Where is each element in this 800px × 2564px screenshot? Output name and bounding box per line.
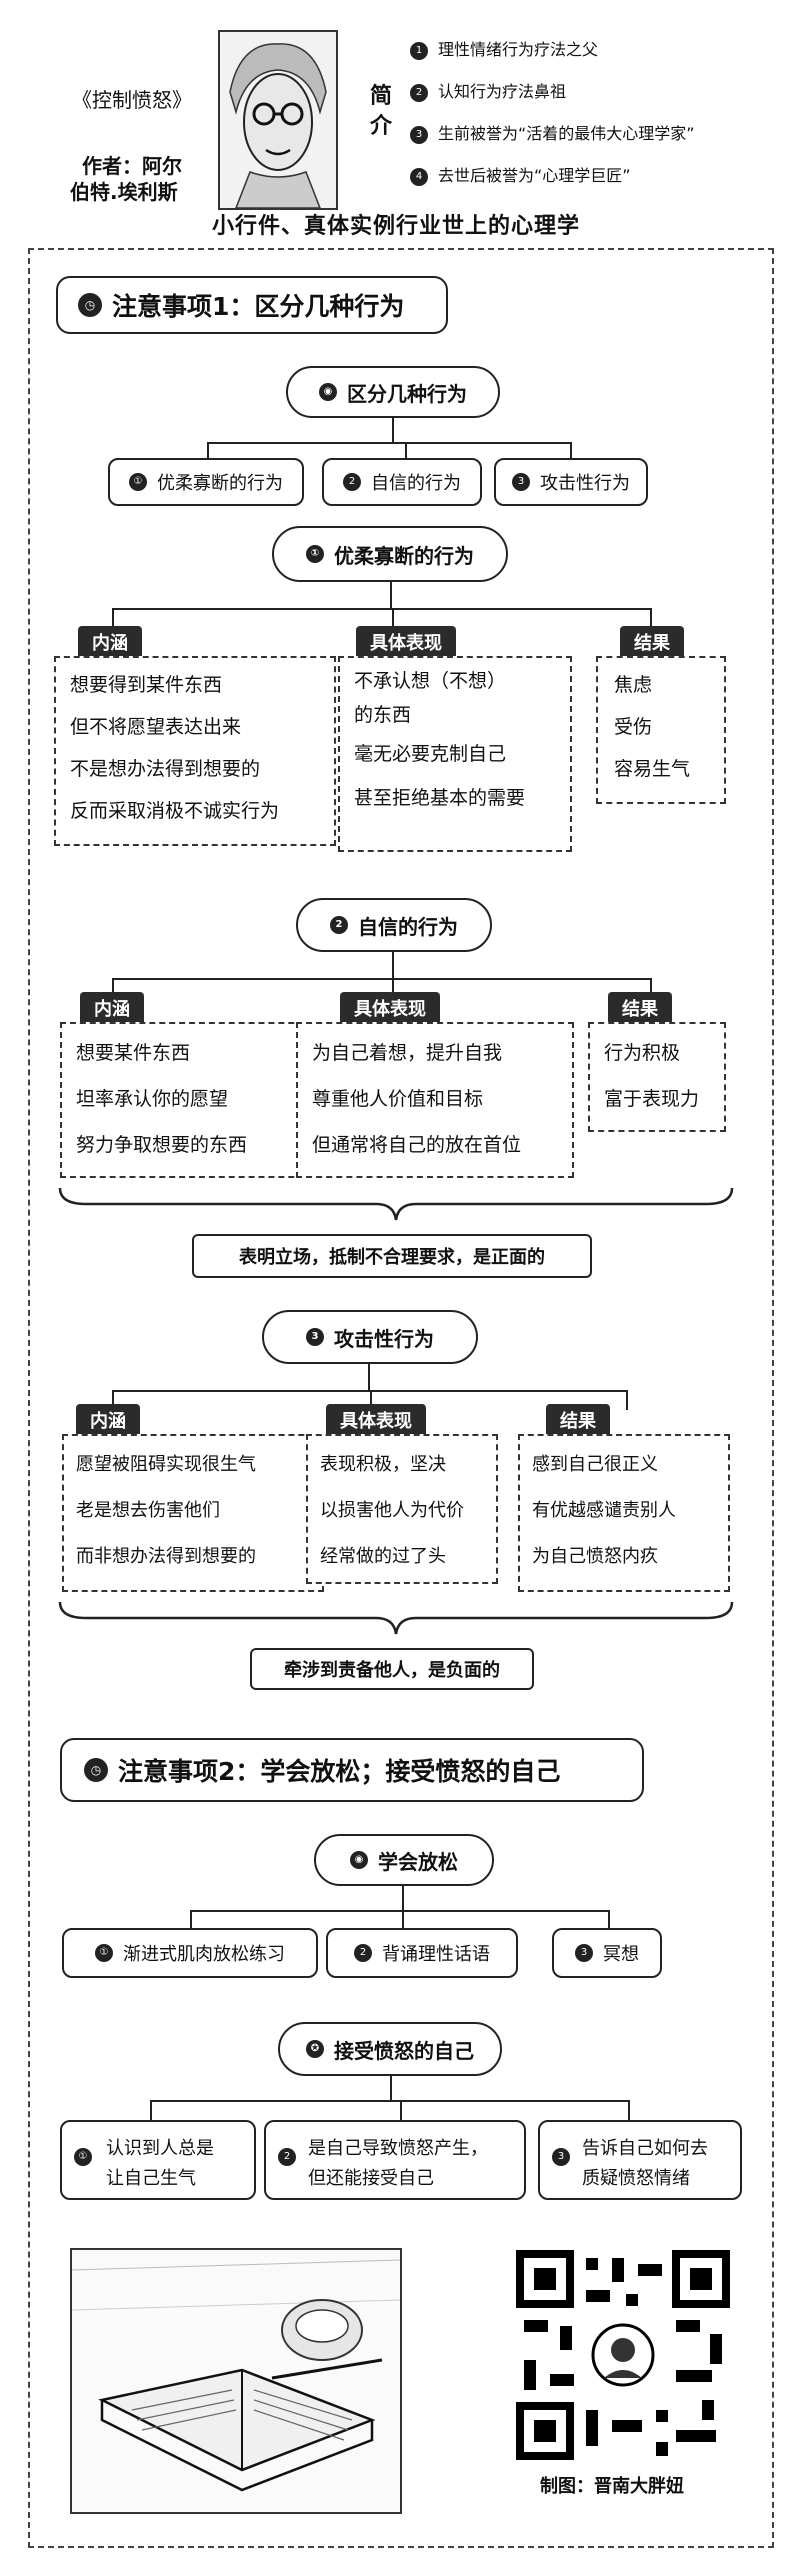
connector [570, 442, 572, 460]
star-icon: ✪ [306, 2040, 324, 2058]
connector [112, 608, 652, 610]
b3-col-behavior: 表现积极，坚决 以损害他人为代价 经常做的过了头 [306, 1434, 498, 1584]
b1-col-behavior: 不承认想（不想） 的东西 毫无必要克制自己 甚至拒绝基本的需要 [338, 656, 572, 852]
brace-3 [58, 1601, 734, 1635]
connector [392, 952, 394, 978]
accept-item-3: 3 告诉自己如何去 质疑愤怒情绪 [538, 2120, 742, 2200]
b1-col-result: 焦虑 受伤 容易生气 [596, 656, 726, 804]
brace-2 [58, 1187, 734, 1221]
b2-col-inner: 想要某件东西 坦率承认你的愿望 努力争取想要的东西 [60, 1022, 334, 1178]
target-icon: ◉ [350, 1851, 368, 1869]
connector [207, 442, 571, 444]
b3-tab-inner: 内涵 [76, 1404, 140, 1436]
b2-col-result: 行为积极 富于表现力 [588, 1022, 726, 1132]
connector [150, 2100, 152, 2122]
root-node: ◉区分几种行为 [286, 366, 500, 418]
connector [112, 978, 114, 998]
connector [112, 1390, 114, 1410]
connector [390, 2076, 392, 2100]
footer-credit: 制图：晋南大胖妞 [540, 2476, 684, 2497]
connector [402, 1910, 404, 1930]
section1-title: 注意事项1：区分几种行为 [112, 292, 405, 321]
b2-tab-result: 结果 [608, 992, 672, 1024]
behavior2-summary: 表明立场，抵制不合理要求，是正面的 [192, 1234, 592, 1278]
connector [650, 978, 652, 998]
b3-col-inner: 愿望被阻碍实现很生气 老是想去伤害他们 而非想办法得到想要的 [62, 1434, 324, 1592]
b1-tab-behavior: 具体表现 [356, 626, 456, 658]
b2-tab-inner: 内涵 [80, 992, 144, 1024]
intro-label-1: 简 [370, 84, 393, 109]
author-line-2: 伯特.埃利斯 [70, 180, 178, 204]
header-subtitle: 小行件、真体实例行业世上的心理学 [212, 214, 581, 239]
connector [368, 1364, 370, 1390]
connector [207, 442, 209, 460]
relax-node: ◉学会放松 [314, 1834, 494, 1886]
connector [392, 418, 394, 442]
qr-code-image [516, 2250, 730, 2460]
accept-node: ✪接受愤怒的自己 [278, 2022, 502, 2076]
b2-tab-behavior: 具体表现 [340, 992, 440, 1024]
author-portrait-image [218, 30, 338, 210]
b1-tab-inner: 内涵 [78, 626, 142, 658]
connector [190, 1910, 192, 1930]
connector [390, 582, 392, 608]
connector [392, 608, 394, 630]
target-icon: ◉ [319, 383, 337, 401]
book-sketch-image [70, 2248, 402, 2514]
book-title: 《控制愤怒》 [72, 88, 192, 112]
connector [628, 2100, 630, 2122]
connector [190, 1910, 610, 1912]
connector [626, 1390, 628, 1410]
connector [370, 1390, 372, 1410]
b3-tab-result: 结果 [546, 1404, 610, 1436]
b2-col-behavior: 为自己着想，提升自我 尊重他人价值和目标 但通常将自己的放在首位 [296, 1022, 574, 1178]
section2-title: 注意事项2：学会放松；接受愤怒的自己 [118, 1757, 561, 1786]
connector [405, 442, 407, 460]
intro-label-2: 介 [370, 114, 393, 139]
connector [392, 978, 394, 998]
b1-tab-result: 结果 [620, 626, 684, 658]
connector [650, 608, 652, 630]
b3-tab-behavior: 具体表现 [326, 1404, 426, 1436]
section2-title-box: ◷ 注意事项2：学会放松；接受愤怒的自己 [60, 1738, 644, 1802]
connector [112, 608, 114, 630]
connector [150, 2100, 630, 2102]
section1-title-box: ◷ 注意事项1：区分几种行为 [56, 276, 448, 334]
connector [608, 1910, 610, 1930]
b1-col-inner: 想要得到某件东西 但不将愿望表达出来 不是想办法得到想要的 反而采取消极不诚实行… [54, 656, 336, 846]
connector [402, 1886, 404, 1910]
author-line-1: 作者：阿尔 [82, 154, 182, 178]
accept-item-2: 2 是自己导致愤怒产生， 但还能接受自己 [264, 2120, 526, 2200]
behavior3-summary: 牵涉到责备他人，是负面的 [250, 1648, 534, 1690]
outer-frame [28, 248, 774, 2548]
clock-icon: ◷ [78, 293, 102, 317]
b3-col-result: 感到自己很正义 有优越感谴责别人 为自己愤怒内疚 [518, 1434, 730, 1592]
clock-icon: ◷ [84, 1758, 108, 1782]
accept-item-1: ① 认识到人总是 让自己生气 [60, 2120, 256, 2200]
connector [112, 978, 652, 980]
connector [400, 2100, 402, 2122]
